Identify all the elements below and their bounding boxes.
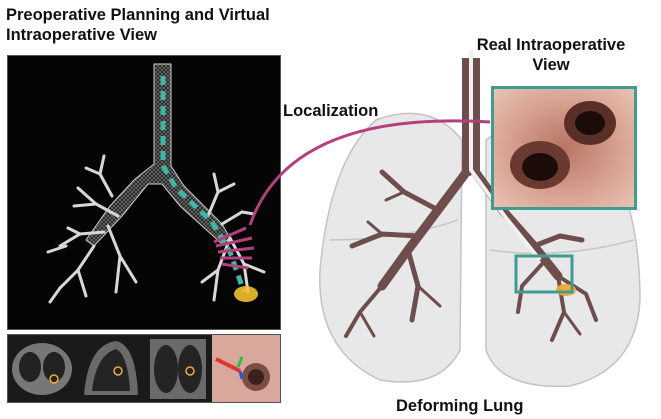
target-lesion bbox=[234, 286, 258, 302]
ct-sagittal-thumb bbox=[76, 335, 144, 402]
airway-tree-render bbox=[8, 56, 280, 329]
real-endoscope-view bbox=[491, 86, 637, 210]
deforming-lung-label: Deforming Lung bbox=[396, 397, 523, 417]
virtual-airway-panel bbox=[7, 55, 281, 330]
ct-endoscope-thumb bbox=[212, 335, 280, 402]
virtual-view-title: Preoperative Planning and Virtual Intrao… bbox=[6, 6, 276, 46]
ct-coronal-thumb bbox=[144, 335, 212, 402]
ct-slice-strip bbox=[7, 334, 281, 403]
ct-axial-thumb bbox=[8, 335, 76, 402]
